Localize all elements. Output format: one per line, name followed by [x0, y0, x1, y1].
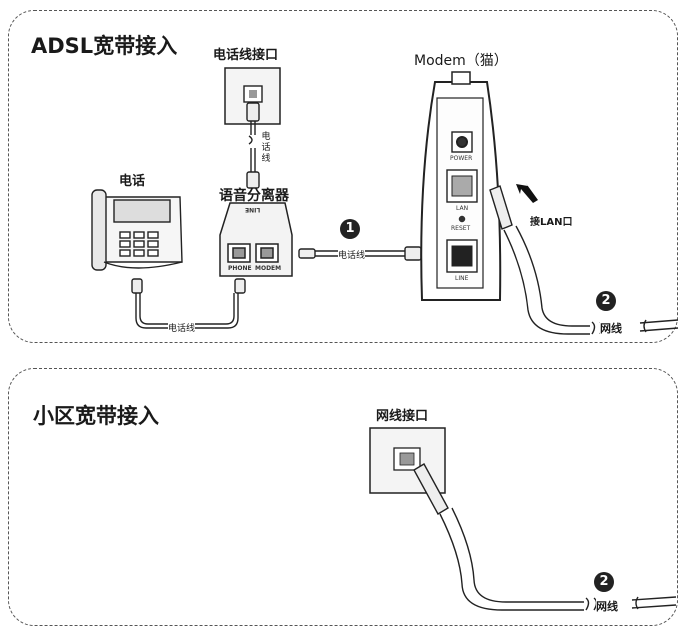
phone-label: 电话 [119, 174, 146, 189]
phone-splitter-cable [131, 278, 246, 329]
vertical-phone-cable [246, 102, 260, 189]
lan-arrow-icon [516, 182, 538, 203]
modem-label: Modem（猫） [414, 53, 508, 69]
step-two-badge-adsl: 2 [596, 291, 616, 311]
modem-reset-label: RESET [451, 225, 471, 232]
net-cable-label-adsl: 网线 [600, 320, 622, 336]
telephone-icon [91, 189, 183, 271]
splitter-port-modem: MODEM [255, 265, 282, 272]
cable-label-phone-splitter: 电话线 [168, 321, 196, 334]
step-two-badge-community: 2 [594, 572, 614, 592]
modem-icon [420, 71, 502, 301]
adsl-panel [8, 10, 678, 343]
net-cable-label-community: 网线 [596, 598, 618, 614]
modem-lan-label: LAN [456, 205, 469, 212]
splitter-port-phone: PHONE [228, 265, 252, 272]
lan-hint-label: 接LAN口 [530, 217, 573, 228]
phone-jack-label: 电话线接口 [213, 48, 279, 63]
network-cable-community [413, 463, 677, 611]
network-jack-label: 网线接口 [376, 409, 429, 424]
network-cable-adsl [489, 185, 679, 335]
step-one-badge: 1 [340, 219, 360, 239]
modem-line-label: LINE [455, 275, 469, 282]
community-broadband-panel [8, 368, 678, 626]
splitter-line-text: LINE [245, 206, 261, 213]
cable-label-splitter-modem: 电话线 [338, 248, 366, 261]
vertical-cable-label: 电 话 线 [261, 132, 271, 164]
modem-power-label: POWER [450, 155, 473, 162]
adsl-title: ADSL宽带接入 [31, 34, 178, 58]
community-title: 小区宽带接入 [33, 404, 159, 428]
splitter-label: 语音分离器 [219, 188, 289, 204]
splitter-icon [219, 202, 293, 277]
